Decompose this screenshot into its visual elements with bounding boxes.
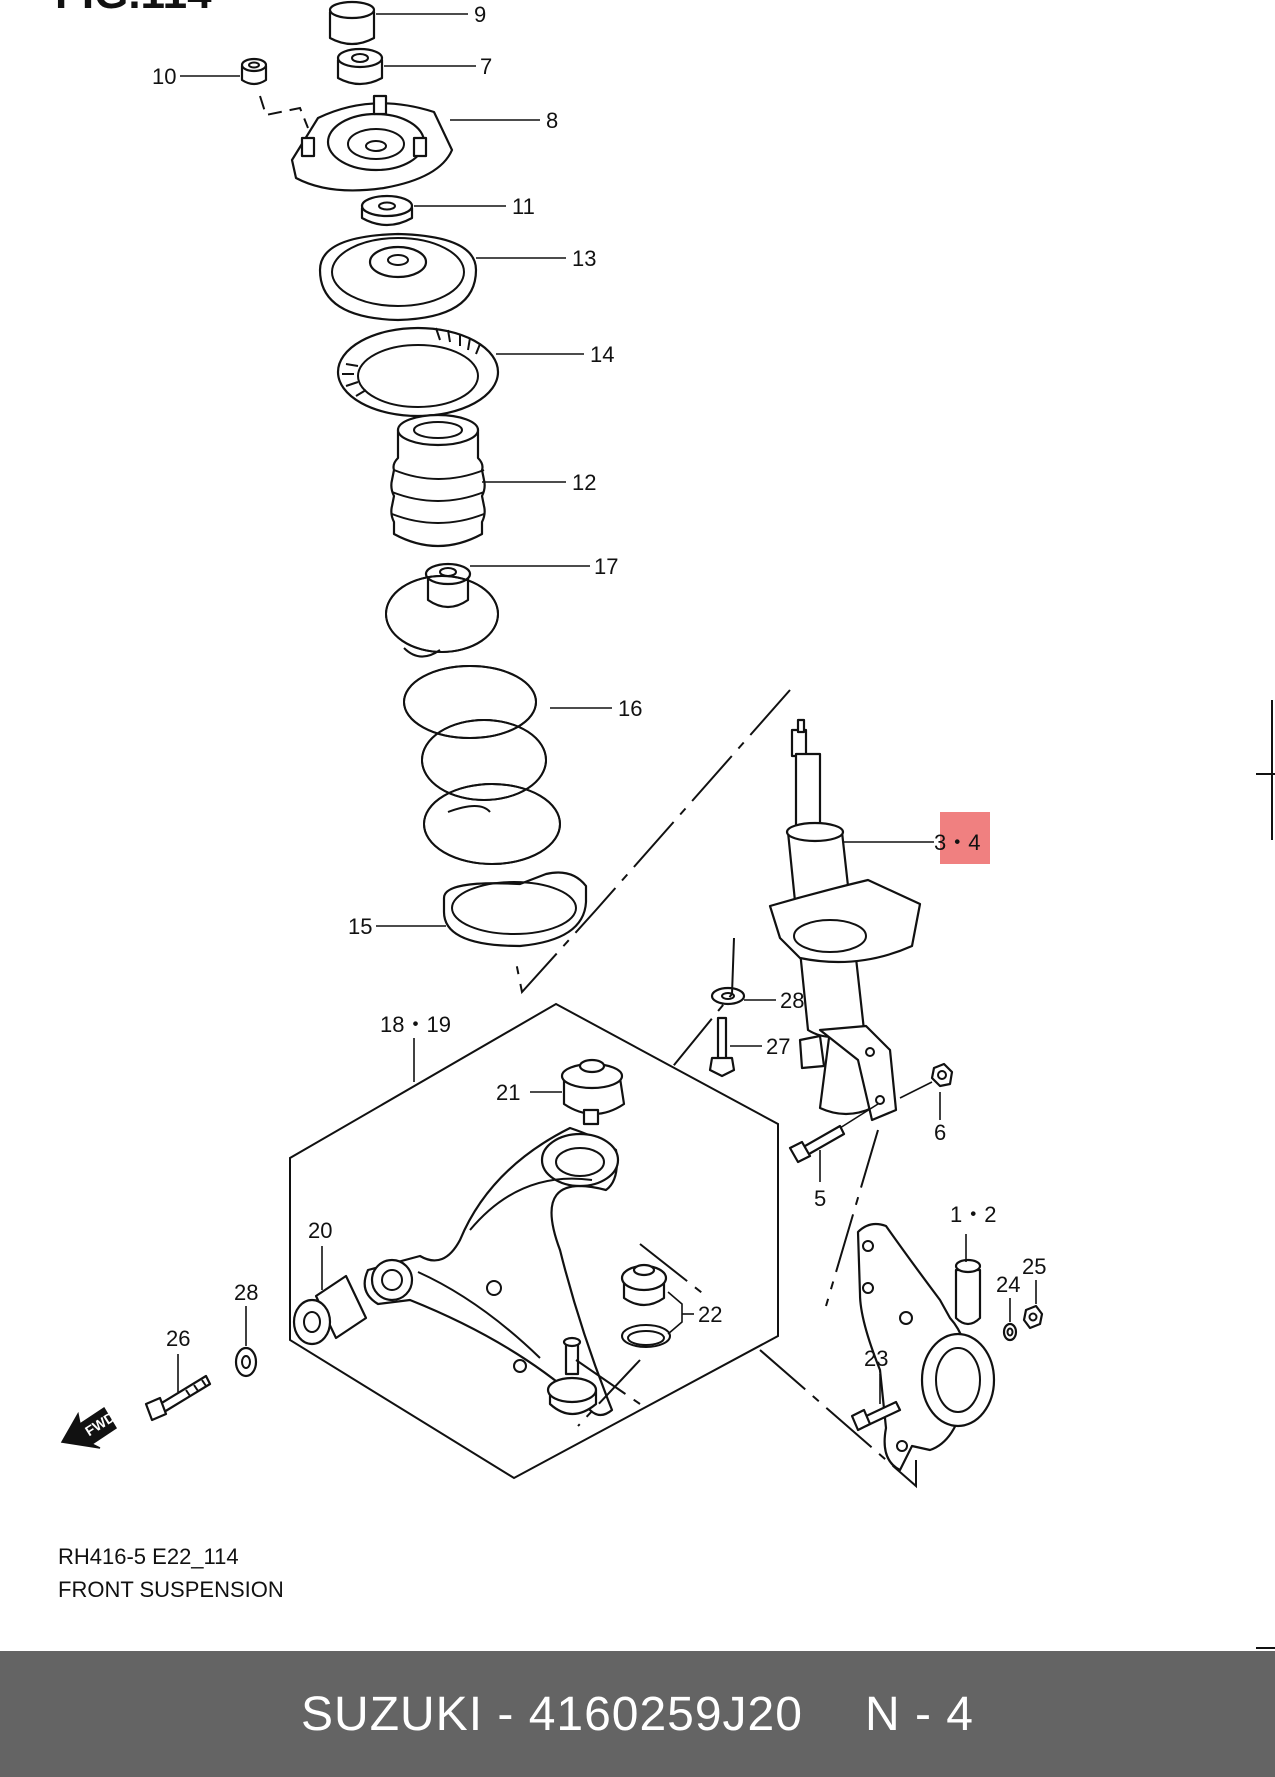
- callout-15: 15: [348, 914, 372, 939]
- callout-3-4: 3・4: [934, 830, 980, 855]
- footer-page: N - 4: [864, 1687, 974, 1741]
- part-15-lower-insulator: [442, 871, 588, 948]
- part-20-bushing: [292, 1274, 368, 1346]
- callout-26: 26: [166, 1326, 190, 1351]
- callout-14: 14: [590, 342, 614, 367]
- fwd-arrow-icon: FWD: [60, 1406, 118, 1449]
- callout-12: 12: [572, 470, 596, 495]
- callout-11: 11: [512, 194, 535, 219]
- part-12-dust-boot: [390, 413, 486, 548]
- footer-bar: SUZUKI - 4160259J20 N - 4: [0, 1651, 1275, 1777]
- callout-28-lower: 28: [234, 1280, 258, 1305]
- callout-23: 23: [864, 1346, 888, 1371]
- part-24-nut: [1002, 1322, 1018, 1342]
- part-23-bolt: [850, 1400, 902, 1432]
- part-25-nut: [1022, 1304, 1044, 1330]
- part-3-4-strut-assembly: [768, 718, 922, 1122]
- part-13-upper-spring-seat: [318, 232, 478, 322]
- callout-9: 9: [474, 2, 486, 27]
- callout-25: 25: [1022, 1254, 1046, 1279]
- callout-5: 5: [814, 1186, 826, 1211]
- part-lower-control-arm: [363, 1126, 620, 1417]
- part-16-coil-spring: [385, 575, 561, 865]
- part-10-flange-nut: [240, 57, 268, 86]
- callout-18-19: 18・19: [380, 1012, 451, 1037]
- callout-1-2: 1・2: [950, 1202, 996, 1227]
- callout-20: 20: [308, 1218, 332, 1243]
- callout-7: 7: [480, 54, 492, 79]
- callout-22: 22: [698, 1302, 722, 1327]
- callout-10: 10: [152, 64, 176, 89]
- part-6-nut: [930, 1062, 954, 1088]
- part-26-bolt: [144, 1374, 212, 1422]
- part-7-nut: [336, 47, 384, 86]
- caption-title: FRONT SUSPENSION: [58, 1577, 284, 1602]
- part-21-bushing: [560, 1058, 626, 1126]
- callout-21: 21: [496, 1080, 520, 1105]
- part-11-bearing-seat: [360, 194, 414, 227]
- callout-17: 17: [594, 554, 618, 579]
- part-22-ball-joint-boot: [620, 1263, 671, 1348]
- part-9-bump-cap: [328, 0, 376, 46]
- figure-title: FIG.114: [55, 0, 212, 18]
- callout-24: 24: [996, 1272, 1020, 1297]
- callout-16: 16: [618, 696, 642, 721]
- highlight-3-4: [940, 812, 990, 864]
- parts-diagram: FIG.114 9 7 10 8 11: [55, 0, 1275, 1649]
- callout-27: 27: [766, 1034, 790, 1059]
- lower-arm-frame: [289, 1002, 779, 1480]
- caption-code: RH416-5 E22_114: [58, 1544, 239, 1569]
- part-28-washer-lower: [234, 1346, 258, 1378]
- part-8-strut-mount: [290, 94, 454, 192]
- exploded-view: FIG.114 9 7 10 8 11: [55, 0, 1275, 1649]
- footer-brand-part: SUZUKI - 4160259J20: [301, 1687, 803, 1741]
- callout-6: 6: [934, 1120, 946, 1145]
- part-27-bolt: [708, 1016, 736, 1078]
- part-5-bolt: [788, 1124, 846, 1164]
- callout-13: 13: [572, 246, 596, 271]
- callout-28-upper: 28: [780, 988, 804, 1013]
- part-28-washer-upper: [710, 986, 746, 1006]
- callout-8: 8: [546, 108, 558, 133]
- part-17-bump-stopper: [424, 562, 472, 609]
- part-14-spring-insulator: [336, 326, 500, 418]
